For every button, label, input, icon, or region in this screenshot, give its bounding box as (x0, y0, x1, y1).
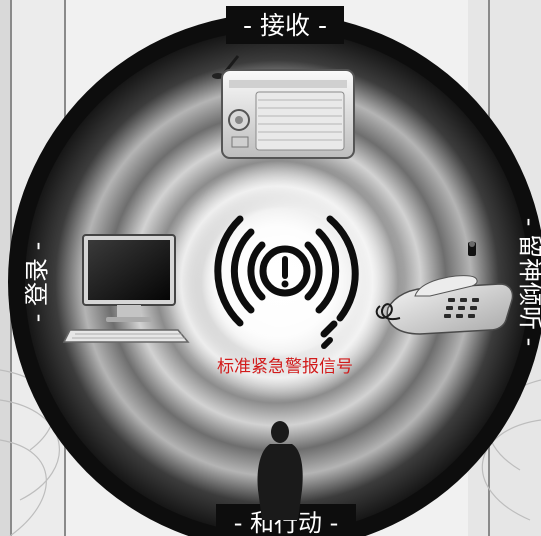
person-icon (257, 421, 303, 520)
label-listen: - 留神倾听 - (516, 218, 541, 347)
computer-icon (62, 234, 190, 343)
telephone-icon (375, 241, 514, 335)
label-receive: - 接收 - (226, 6, 344, 44)
alert-broadcast-icon (214, 215, 359, 349)
center-label: 标准紧急警报信号 (217, 357, 353, 377)
label-register: - 登录 - (23, 242, 51, 323)
center-glow (165, 160, 405, 400)
svg-text:- 登录 -: - 登录 - (23, 242, 51, 323)
svg-text:- 留神倾听 -: - 留神倾听 - (516, 218, 541, 347)
svg-text:- 接收 -: - 接收 - (243, 11, 327, 40)
radio-icon (212, 55, 355, 159)
